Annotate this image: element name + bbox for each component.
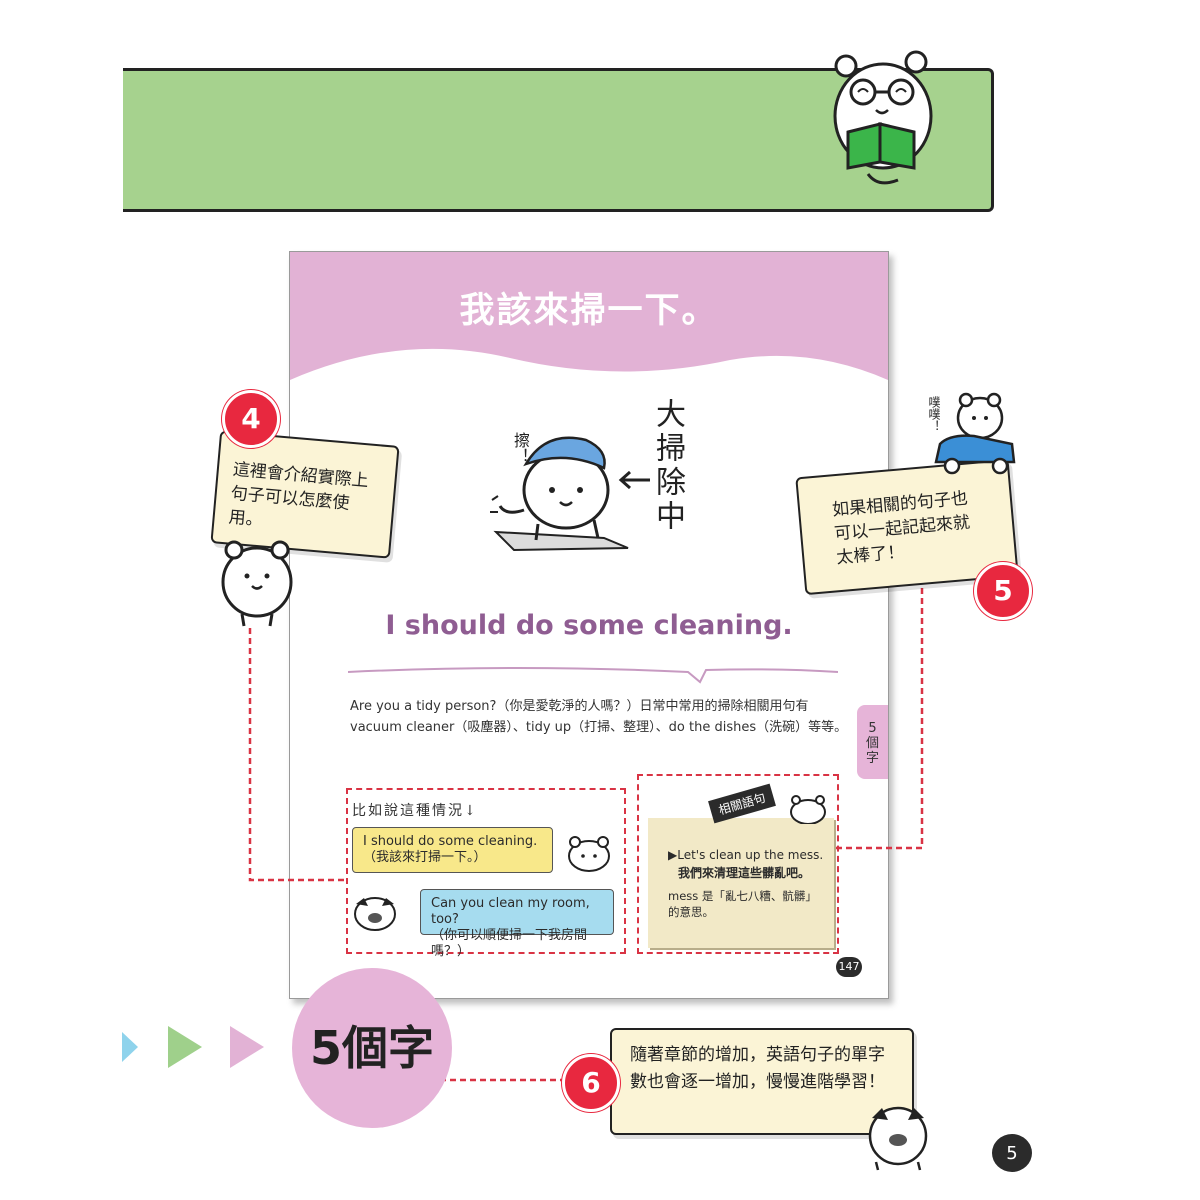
bear-cleaning-icon: [490, 436, 629, 552]
situation-label: 比如說這種情況↓: [352, 803, 478, 819]
callout-6-text: 隨著章節的增加，英語句子的單字數也會逐一增加，慢慢進階學習！: [630, 1045, 885, 1092]
bear-driving-car-icon: [934, 392, 1016, 475]
bear-face-icon: [790, 795, 826, 824]
inner-page-number: 147: [836, 957, 862, 977]
side-tab-label: 5個字: [865, 721, 879, 766]
lesson-header-band: [290, 252, 888, 380]
bear-face-icon: [568, 836, 610, 872]
related-sentence-zh: 我們來清理這些髒亂吧。: [678, 866, 811, 880]
arrow-right-icon: [230, 1026, 264, 1068]
situation-box: [346, 788, 626, 954]
car-sound: 噗噗！: [927, 396, 941, 432]
handwriting-caption: 大掃除中: [650, 398, 685, 534]
sample-page: 我該來掃一下。 大掃除中 擦！ I should do some cleanin…: [289, 251, 889, 999]
related-card: [648, 818, 834, 948]
lesson-title: 我該來掃一下。: [459, 291, 719, 331]
bear-reading-book-icon: [833, 50, 933, 185]
step-badge-5: 5: [974, 562, 1032, 620]
bear-hanging-icon: [221, 540, 293, 627]
dialogue-en: Can you clean my room, too?: [431, 896, 590, 927]
related-box: [637, 774, 839, 954]
pug-face-icon: [354, 897, 396, 931]
pug-face-icon: [868, 1106, 928, 1171]
dialogue-zh: （我該來打掃一下。）: [363, 850, 487, 865]
word-count-circle: [292, 968, 452, 1128]
explanation-text: Are you a tidy person?（你是愛乾淨的人嗎？）日常中常用的掃…: [350, 699, 848, 735]
step-badge-6: 6: [562, 1054, 620, 1112]
page-number: 5: [992, 1134, 1032, 1172]
callout-5-text: 如果相關的句子也可以一起記起來就太棒了！: [831, 488, 971, 569]
key-sentence: I should do some cleaning.: [385, 610, 793, 641]
arrow-right-icon: [122, 1032, 138, 1062]
dialogue-bubble-1: I should do some cleaning. （我該來打掃一下。）: [352, 827, 553, 873]
related-sentence-en: ▶Let's clean up the mess.: [668, 848, 824, 862]
side-tab-word-count: 5個字: [857, 705, 888, 779]
dialogue-en: I should do some cleaning.: [363, 834, 538, 849]
related-note: mess 是「亂七八糟、骯髒」的意思。: [668, 889, 817, 919]
dialogue-zh: （你可以順便掃一下我房間嗎？）: [431, 928, 588, 959]
word-count-label: 5個字: [309, 1021, 434, 1075]
callout-4-text: 這裡會介紹實際上句子可以怎麼使用。: [227, 459, 370, 531]
progress-arrows: [122, 1026, 264, 1068]
arrow-left-icon: [618, 470, 650, 490]
speech-divider-line: [348, 667, 838, 684]
dialogue-bubble-2: Can you clean my room, too? （你可以順便掃一下我房間…: [420, 889, 614, 959]
callout-6: 隨著章節的增加，英語句子的單字數也會逐一增加，慢慢進階學習！: [610, 1028, 914, 1135]
step-badge-4: 4: [222, 390, 280, 448]
sound-effect: 擦！: [511, 432, 530, 464]
arrow-right-icon: [168, 1026, 202, 1068]
